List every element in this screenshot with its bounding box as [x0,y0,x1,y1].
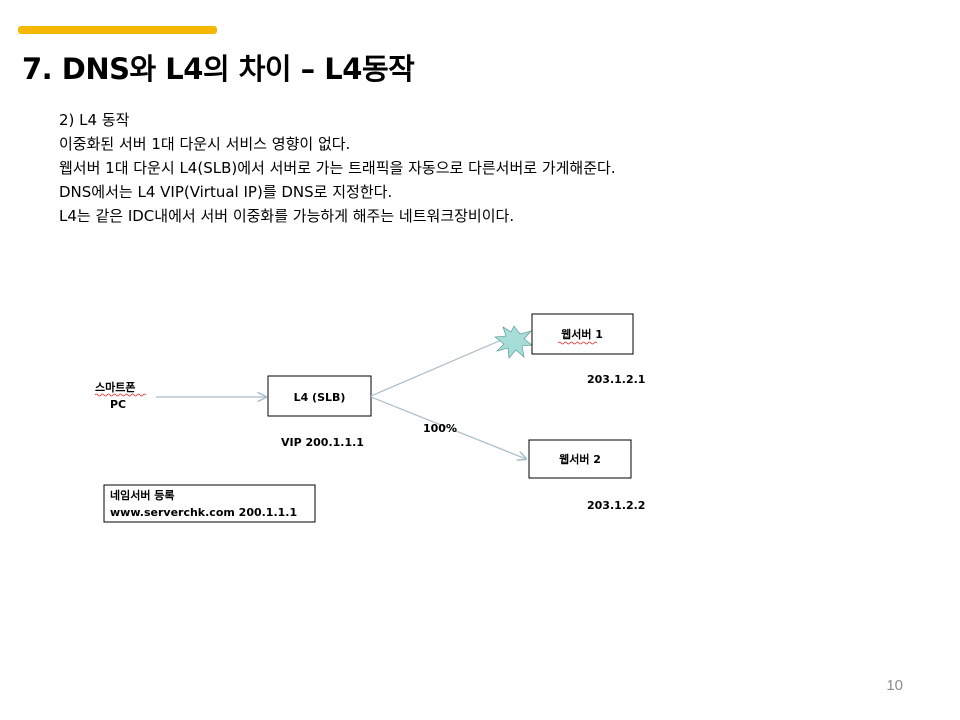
nameserver-box [103,484,316,523]
server1-ip: 203.1.2.1 [587,373,645,386]
burst-icon [494,325,533,359]
server2-ip: 203.1.2.2 [587,499,645,512]
spellcheck-underline [557,341,598,345]
vip-label: VIP 200.1.1.1 [281,436,364,449]
body-line-4: DNS에서는 L4 VIP(Virtual IP)를 DNS로 지정한다. [59,183,393,201]
accent-bar [18,26,217,34]
body-line-5: L4는 같은 IDC내에서 서버 이중화를 가능하게 해주는 네트워크장비이다. [59,207,515,225]
server2-box [528,439,632,479]
spellcheck-underline [94,393,147,397]
client-label-2: PC [110,398,126,411]
l4-box [267,375,372,417]
arrow-l4-to-server1 [370,337,507,397]
traffic-label: 100% [423,422,457,435]
nameserver-label-1: 네임서버 등록 [110,488,175,502]
server1-label: 웹서버 1 [561,327,603,341]
server2-label: 웹서버 2 [559,452,601,466]
body-text: 2) L4 동작 이중화된 서버 1대 다운시 서비스 영향이 없다. 웹서버 … [59,108,616,228]
body-line-3: 웹서버 1대 다운시 L4(SLB)에서 서버로 가는 트래픽을 자동으로 다른… [59,159,616,177]
body-line-1: 2) L4 동작 [59,111,130,129]
client-label-1: 스마트폰 [95,380,135,394]
l4-label: L4 (SLB) [294,391,346,404]
server1-box [531,313,634,355]
body-line-2: 이중화된 서버 1대 다운시 서비스 영향이 없다. [59,135,351,153]
nameserver-label-2: www.serverchk.com 200.1.1.1 [110,506,297,519]
slide-title: 7. DNS와 L4의 차이 – L4동작 [22,52,415,86]
arrow-l4-to-server2 [370,396,526,459]
page-number: 10 [886,677,903,694]
